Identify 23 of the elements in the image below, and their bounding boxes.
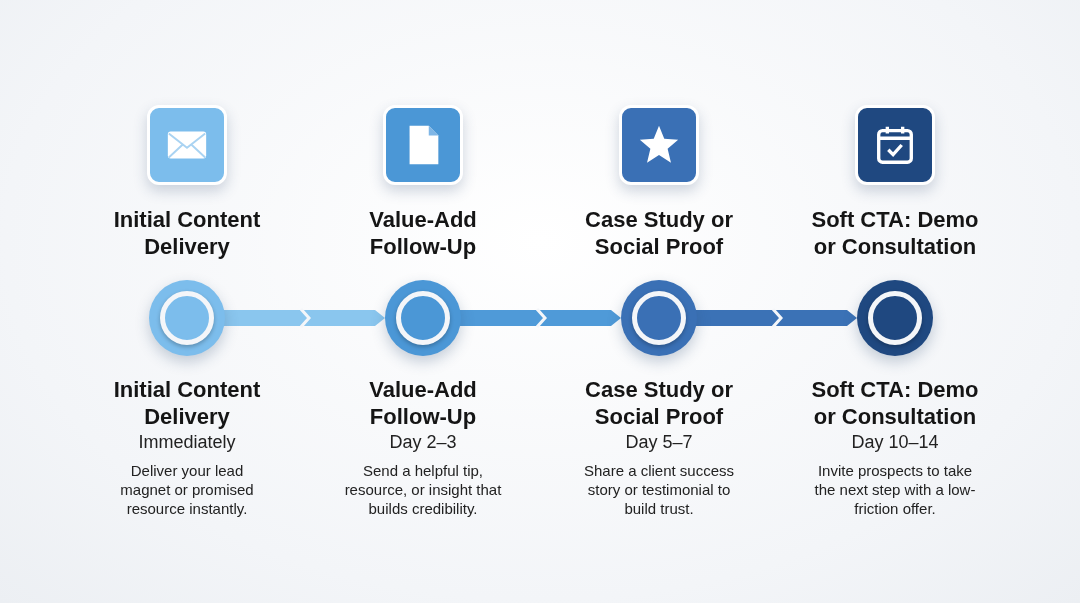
step-title: Soft CTA: Demo or Consultation bbox=[810, 206, 980, 260]
arrow bbox=[223, 310, 384, 326]
step-title: Initial Content Delivery bbox=[112, 376, 262, 430]
timeline-node-circle bbox=[621, 280, 697, 356]
timeline-node-circle bbox=[385, 280, 461, 356]
arrow bbox=[459, 309, 620, 327]
step-description: Share a client success story or testimonial to build trust. bbox=[582, 461, 736, 518]
step-timing: Immediately bbox=[138, 432, 236, 453]
step-description: Send a helpful tip, resource, or insight that builds credibility. bbox=[343, 461, 503, 518]
step-description: Invite prospects to take the next step with a low-friction offer. bbox=[813, 461, 977, 518]
step-title: Initial Content Delivery bbox=[112, 206, 262, 260]
step-description: Deliver your lead magnet or promised resource instantly. bbox=[119, 461, 255, 518]
step-title: Case Study or Social Proof bbox=[584, 376, 734, 430]
step-title: Value-Add Follow-Up bbox=[368, 206, 478, 260]
step-title: Value-Add Follow-Up bbox=[368, 376, 478, 430]
step-timing: Day 10–14 bbox=[851, 432, 939, 453]
arrow bbox=[695, 310, 856, 326]
timeline-node-circle bbox=[149, 280, 225, 356]
step-title: Soft CTA: Demo or Consultation bbox=[810, 376, 980, 430]
step-title: Case Study or Social Proof bbox=[584, 206, 734, 260]
step-timing: Day 5–7 bbox=[625, 432, 693, 453]
step-timing: Day 2–3 bbox=[389, 432, 457, 453]
timeline-node-circle bbox=[857, 280, 933, 356]
